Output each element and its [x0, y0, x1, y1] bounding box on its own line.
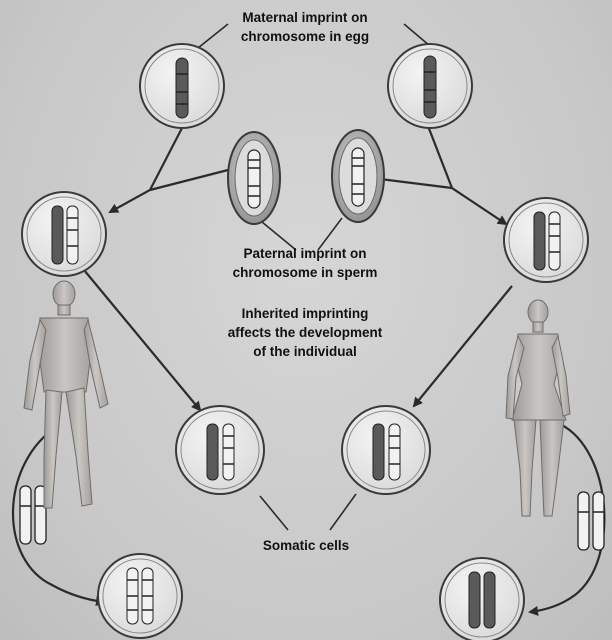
zygote-cell-left: [22, 192, 106, 276]
somatic-cells-label: Somatic cells: [236, 536, 376, 555]
inherited-label-line2: affects the development: [190, 323, 420, 342]
gamete-cell-male: [98, 554, 182, 638]
inherited-imprinting-label: Inherited imprinting affects the develop…: [190, 304, 420, 361]
sperm-cell-left: [228, 132, 280, 224]
paternal-chromosome: [248, 150, 260, 208]
egg-cell-right: [388, 44, 472, 128]
sperm-to-zygote-left-line: [150, 170, 228, 190]
maternal-chromosome: [424, 56, 436, 118]
somatic-leader-left: [260, 496, 288, 530]
inherited-label-line3: of the individual: [190, 342, 420, 361]
paternal-label-line2: chromosome in sperm: [195, 263, 415, 282]
maternal-label-line1: Maternal imprint on: [190, 8, 420, 27]
somatic-cell-left: [176, 406, 264, 494]
male-figure: [24, 281, 108, 508]
zygote-to-somatic-right-arrow: [414, 286, 512, 406]
female-figure: [506, 300, 570, 516]
paternal-imprint-label: Paternal imprint on chromosome in sperm: [195, 244, 415, 282]
somatic-leader-right: [330, 494, 356, 530]
egg-to-zygote-right-arrow: [428, 126, 506, 224]
female-chromosome-pair: [578, 492, 604, 550]
egg-to-zygote-left-arrow: [110, 128, 182, 212]
egg-cell-left: [140, 44, 224, 128]
somatic-cell-right: [342, 406, 430, 494]
inherited-label-line1: Inherited imprinting: [190, 304, 420, 323]
male-chromosome-pair: [20, 486, 46, 544]
maternal-label-line2: chromosome in egg: [190, 27, 420, 46]
gamete-cell-female: [440, 558, 524, 640]
sperm-cell-right: [332, 130, 384, 222]
paternal-label-line1: Paternal imprint on: [195, 244, 415, 263]
paternal-chromosome: [352, 148, 364, 206]
zygote-cell-right: [504, 198, 588, 282]
maternal-chromosome: [176, 58, 188, 118]
maternal-imprint-label: Maternal imprint on chromosome in egg: [190, 8, 420, 46]
